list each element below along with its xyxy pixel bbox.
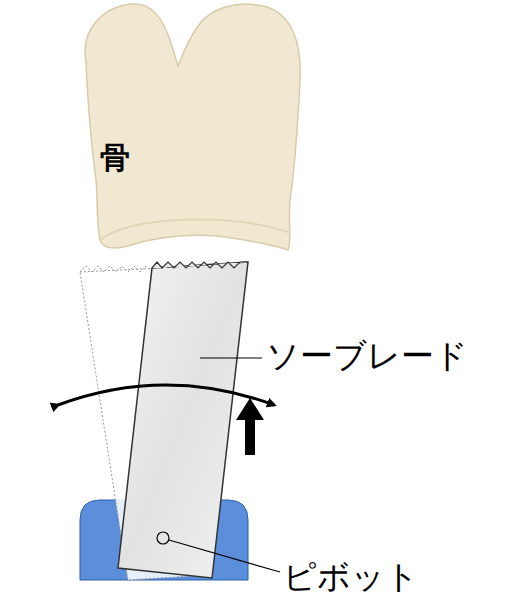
bone-label: 骨 <box>100 138 130 179</box>
pivot-point <box>157 532 169 544</box>
feed-arrow <box>236 398 264 455</box>
saw-blade <box>118 262 248 578</box>
part-label: ピボット <box>283 555 419 600</box>
leader-line <box>200 357 262 358</box>
part-label: ソーブレード <box>266 334 468 379</box>
leader-line <box>169 540 280 572</box>
bone-shape: 骨 <box>78 0 303 252</box>
oscillation-arrow <box>58 385 274 405</box>
bone-outline <box>78 0 303 252</box>
